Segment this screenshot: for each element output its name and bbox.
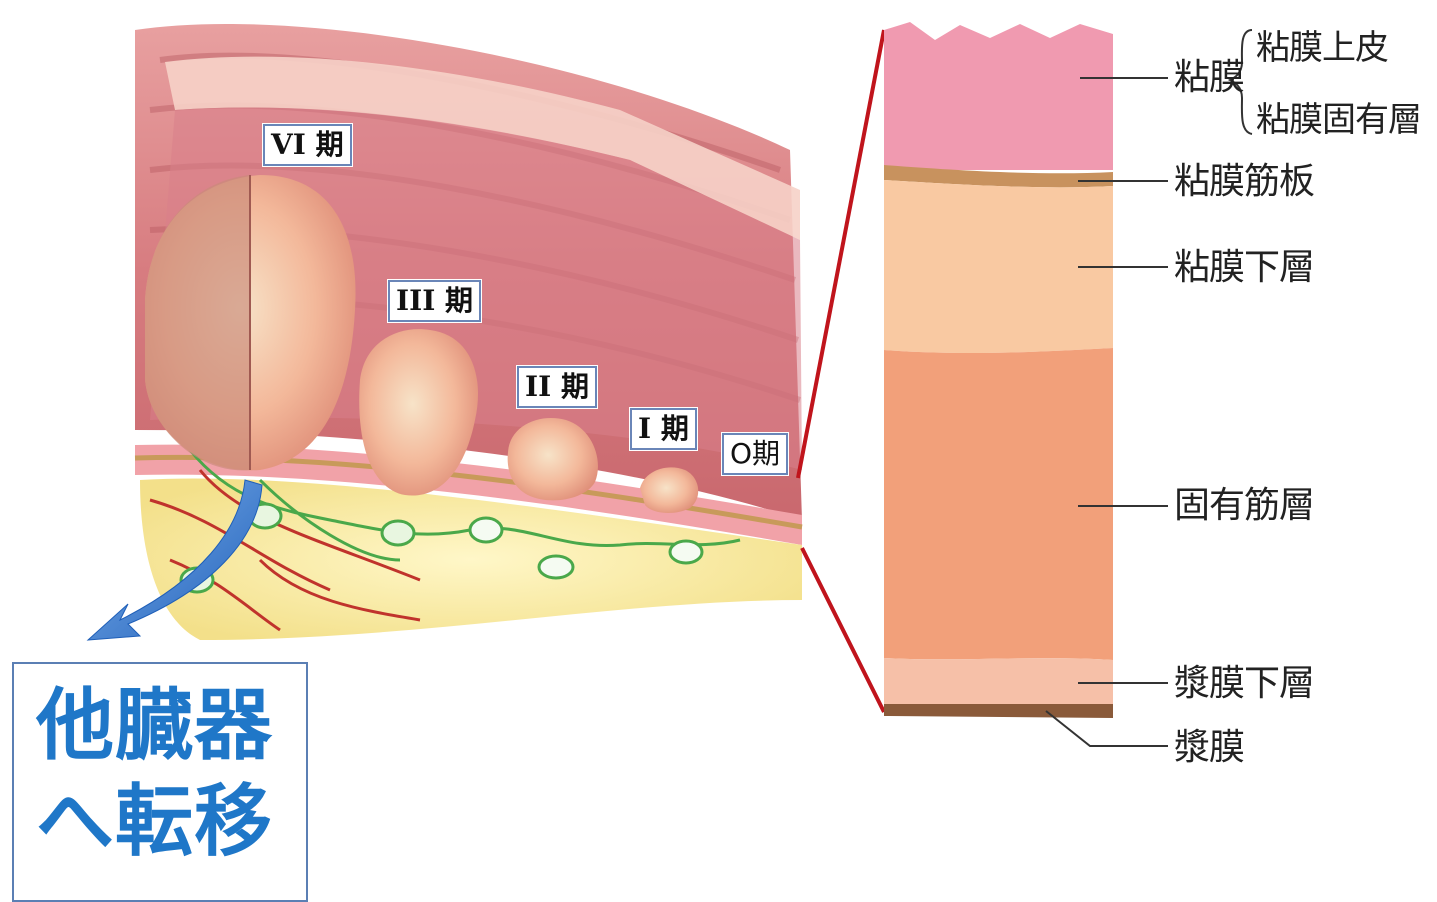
metastasis-text: 他臓器 へ転移: [36, 678, 273, 870]
label-muscularis-propria: 固有筋層: [1174, 486, 1314, 526]
metastasis-line-2: へ転移: [36, 774, 273, 870]
label-subserosa: 漿膜下層: [1174, 664, 1314, 704]
label-serosa: 漿膜: [1174, 728, 1244, 768]
label-muscularis-mucosae: 粘膜筋板: [1174, 162, 1314, 202]
zoom-line-bottom: [802, 548, 884, 712]
tumor-stage-vi: [145, 175, 356, 470]
stage-label-i: I 期: [630, 408, 697, 450]
colon-illustration: [88, 24, 802, 640]
label-submucosa: 粘膜下層: [1174, 248, 1314, 288]
serosa-layer: [884, 704, 1113, 718]
metastasis-box: 他臓器 へ転移: [12, 662, 308, 902]
label-lamina-propria: 粘膜固有層: [1256, 100, 1421, 140]
stage-label-iii: III 期: [388, 280, 481, 322]
stage-label-vi: VI 期: [263, 124, 352, 166]
lymph-node: [470, 518, 502, 542]
stage-label-0: O期: [722, 433, 788, 475]
metastasis-line-1: 他臓器: [36, 678, 273, 774]
mucosa-layer: [884, 22, 1113, 170]
lymph-node: [670, 541, 702, 563]
lymph-node: [382, 521, 414, 545]
layer-cross-section: [884, 22, 1113, 718]
label-mucosa: 粘膜: [1174, 58, 1244, 98]
muscularis-propria-layer: [884, 348, 1113, 660]
lymph-node: [539, 556, 573, 578]
label-mucosal-epithelium: 粘膜上皮: [1256, 28, 1388, 68]
zoom-line-top: [798, 30, 884, 478]
stage-label-ii: II 期: [517, 366, 597, 408]
